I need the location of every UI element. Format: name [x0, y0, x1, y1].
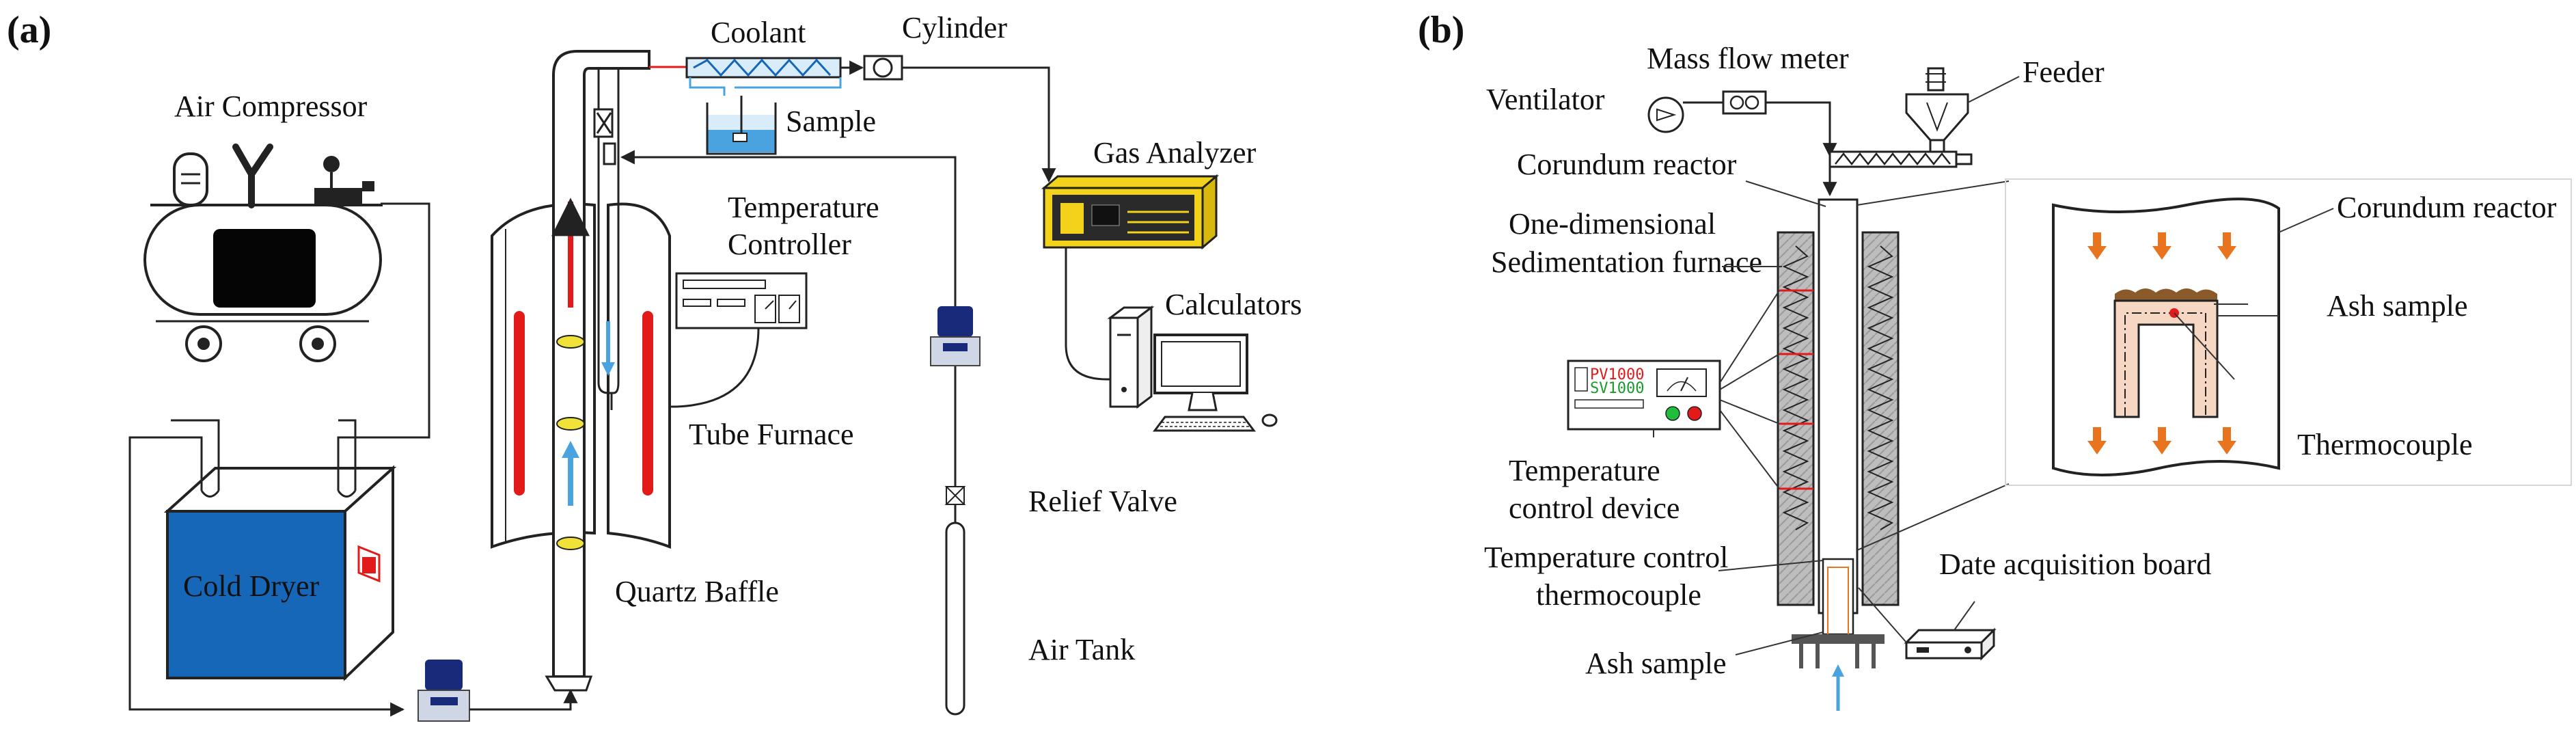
dryer-front-face: [166, 510, 346, 679]
temp-control-device-label-2: control device: [1509, 491, 1680, 525]
dryer-inlet-pipe: [171, 436, 203, 491]
sed-furnace-label-2: Sedimentation furnace: [1491, 245, 1762, 279]
computer-tower: [1109, 316, 1139, 408]
quartz-baffle-label: Quartz Baffle: [615, 575, 779, 608]
cylinder-device: Cylinder: [840, 11, 1007, 81]
quartz-baffle-3: [556, 537, 585, 550]
air-supply-line: [620, 150, 957, 496]
cylinder-to-analyzer-line: [902, 66, 1056, 183]
sample-label: Sample: [786, 105, 876, 138]
flow-meter-bottom: [417, 660, 470, 722]
inset-reactor-outline: [2052, 198, 2280, 476]
inset-detail: Corundum reactor Ash sample Thermocouple: [2052, 191, 2557, 476]
inset-crucible: [2113, 299, 2219, 418]
sedimentation-furnace: [1777, 198, 1900, 711]
compressor-tank-gauge: [173, 152, 208, 206]
furnace-heater-left: [514, 311, 525, 496]
mass-flow-meter: Mass flow meter: [1647, 42, 1849, 115]
inset-arrows-top: [2087, 232, 2236, 260]
tube-furnace-label: Tube Furnace: [689, 418, 854, 451]
compressor-y-pipe: [232, 144, 273, 208]
furnace-left-wall: [1777, 231, 1815, 606]
feeder-label: Feeder: [2023, 55, 2105, 89]
relief-valve: [944, 486, 966, 505]
screw-conveyor: [1828, 150, 1973, 168]
quartz-baffle-1: [556, 335, 585, 349]
coolant-condenser: Coolant: [649, 16, 842, 96]
ventilator: Ventilator: [1486, 83, 1684, 133]
temperature-controller-label-2: Controller: [728, 228, 851, 261]
temp-control-device-label-1: Temperature: [1509, 454, 1660, 487]
panel-a-tag: (a): [7, 9, 51, 51]
computer-mouse: [1261, 414, 1278, 427]
inset-ash-layer: [2115, 288, 2217, 301]
feeder: Feeder: [1905, 55, 2105, 154]
compressor-panel: [213, 229, 316, 308]
condenser-coil: [693, 58, 832, 77]
inset-thermocouple-label: Thermocouple: [2297, 428, 2473, 461]
inset-corundum-reactor-label: Corundum reactor: [2337, 191, 2557, 224]
compressor-outlet-line: [357, 202, 430, 439]
air-tank-assembly: Relief Valve Air Tank: [620, 150, 1177, 716]
sample-beaker: Sample: [706, 96, 876, 155]
temp-control-tc-label-1: Temperature control: [1484, 541, 1728, 574]
heating-coil-right: [1867, 245, 1894, 530]
temp-control-tc-label-2: thermocouple: [1536, 578, 1701, 612]
quartz-baffle-2: [556, 417, 585, 431]
calculators-computer: Calculators: [1065, 247, 1302, 432]
cold-dryer: Cold Dryer: [163, 419, 397, 681]
date-acquisition-board-label: Date acquisition board: [1939, 547, 2211, 581]
ash-sample-label: Ash sample: [1585, 647, 1727, 680]
inset-arrows-bottom: [2087, 427, 2236, 455]
sed-furnace-label-1: One-dimensional: [1509, 207, 1716, 241]
cylinder-label: Cylinder: [902, 11, 1007, 44]
coolant-label: Coolant: [711, 16, 806, 49]
air-compressor-label: Air Compressor: [174, 90, 368, 123]
computer-keyboard: [1153, 416, 1256, 432]
corundum-reactor-label: Corundum reactor: [1517, 148, 1737, 181]
air-tank: [945, 521, 965, 716]
dryer-outlet-pipe: [337, 436, 357, 491]
panel-b: (b) Ventilator Mass flow meter Feeder: [1418, 9, 2572, 711]
furnace-right-shell: [607, 202, 671, 549]
dryer-to-flowmeter-line: [128, 436, 405, 717]
ventilator-label: Ventilator: [1486, 83, 1605, 116]
controller-sv: SV1000: [1590, 380, 1644, 397]
flowmeter-to-reactor-line: [469, 688, 578, 711]
dryer-indicator-icon: [362, 557, 376, 573]
inset-ash-sample-label: Ash sample: [2327, 289, 2468, 323]
controller-pv: PV1000: [1590, 366, 1644, 383]
air-tank-label: Air Tank: [1028, 633, 1135, 666]
quartz-reactor: Quartz Baffle: [545, 50, 779, 692]
heating-coil-left: [1782, 245, 1809, 530]
temperature-controller: Temperature Controller: [670, 191, 879, 408]
temperature-controller-label-1: Temperature: [728, 191, 879, 224]
inset-frame: [2005, 178, 2572, 486]
gas-analyzer-label: Gas Analyzer: [1093, 136, 1257, 170]
panel-a: (a) Air Compressor: [7, 9, 1302, 722]
gas-analyzer: Gas Analyzer: [1041, 136, 1257, 250]
temperature-control-device: PV1000 SV1000 Temperature control device: [1509, 290, 1780, 525]
panel-b-tag: (b): [1418, 9, 1464, 51]
furnace-heater-right: [642, 311, 653, 496]
furnace-right-wall: [1861, 231, 1900, 606]
corundum-reactor-tube: [1818, 198, 1859, 614]
compressor-pressure-gauge: [323, 156, 340, 172]
calculators-label: Calculators: [1165, 288, 1302, 321]
mass-flow-meter-label: Mass flow meter: [1647, 42, 1849, 75]
data-acquisition-board: Date acquisition board: [1858, 547, 2211, 661]
cold-dryer-label: Cold Dryer: [183, 569, 320, 603]
relief-valve-label: Relief Valve: [1028, 485, 1177, 518]
air-compressor: Air Compressor: [143, 90, 383, 362]
flow-meter-top: [930, 306, 981, 366]
